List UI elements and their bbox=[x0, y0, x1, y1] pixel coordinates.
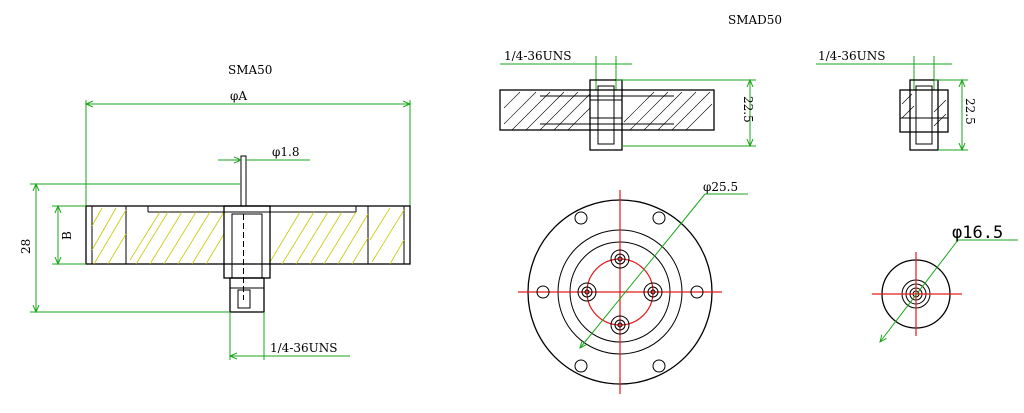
dim-b-label: B bbox=[60, 231, 74, 240]
port-left bbox=[577, 282, 597, 302]
thread-slot bbox=[237, 289, 251, 309]
small-connector bbox=[909, 79, 939, 151]
bolt-hole-4 bbox=[690, 285, 704, 299]
small-connector-inner bbox=[915, 85, 933, 145]
large-connector bbox=[589, 79, 623, 151]
large-plan-dia-label: φ25.5 bbox=[703, 180, 738, 194]
large-thread-label: 1/4-36UNS bbox=[504, 49, 571, 63]
flange-body bbox=[85, 205, 411, 265]
port-right bbox=[643, 282, 663, 302]
small-height-label: 22.5 bbox=[963, 98, 977, 125]
smad50-title: SMAD50 bbox=[728, 13, 782, 27]
center-pin bbox=[240, 155, 247, 207]
small-section: 1/4-36UNS 22.5 bbox=[816, 49, 977, 150]
bolt-hole-6 bbox=[652, 359, 666, 373]
large-hatch bbox=[503, 91, 713, 131]
dim-pin-label: φ1.8 bbox=[272, 145, 300, 159]
port-top bbox=[610, 249, 630, 269]
hatch-right bbox=[269, 207, 405, 265]
small-hatch bbox=[901, 93, 947, 127]
connector-housing bbox=[223, 205, 271, 279]
bolt-hole-5 bbox=[574, 359, 588, 373]
large-connector-inner bbox=[597, 85, 615, 145]
small-body bbox=[899, 89, 949, 133]
small-plan-dia-line bbox=[880, 239, 959, 342]
connector-inner bbox=[231, 213, 263, 279]
port-bottom bbox=[610, 315, 630, 335]
smad50-view: SMAD50 1/4-36UNS bbox=[499, 13, 1018, 394]
sma50-view: SMA50 φA bbox=[19, 63, 410, 360]
hatch-left bbox=[91, 207, 225, 265]
large-height-label: 22.5 bbox=[741, 96, 755, 123]
large-section: 1/4-36UNS bbox=[499, 49, 756, 151]
bolt-hole-1 bbox=[574, 211, 588, 225]
sma50-title: SMA50 bbox=[228, 63, 272, 77]
large-plan-dia-line bbox=[580, 193, 706, 348]
small-thread-label: 1/4-36UNS bbox=[818, 49, 885, 63]
dim-thread-label: 1/4-36UNS bbox=[270, 341, 337, 355]
bolt-hole-2 bbox=[652, 211, 666, 225]
small-plan: φ16.5 bbox=[872, 223, 1018, 342]
large-plan: φ25.5 bbox=[518, 180, 748, 394]
dim-28-label: 28 bbox=[19, 239, 33, 254]
thread-boss bbox=[229, 277, 265, 313]
dim-a-label: φA bbox=[230, 89, 247, 103]
bolt-hole-3 bbox=[536, 285, 550, 299]
small-plan-dia-label: φ16.5 bbox=[952, 223, 1003, 243]
large-body bbox=[499, 89, 715, 131]
